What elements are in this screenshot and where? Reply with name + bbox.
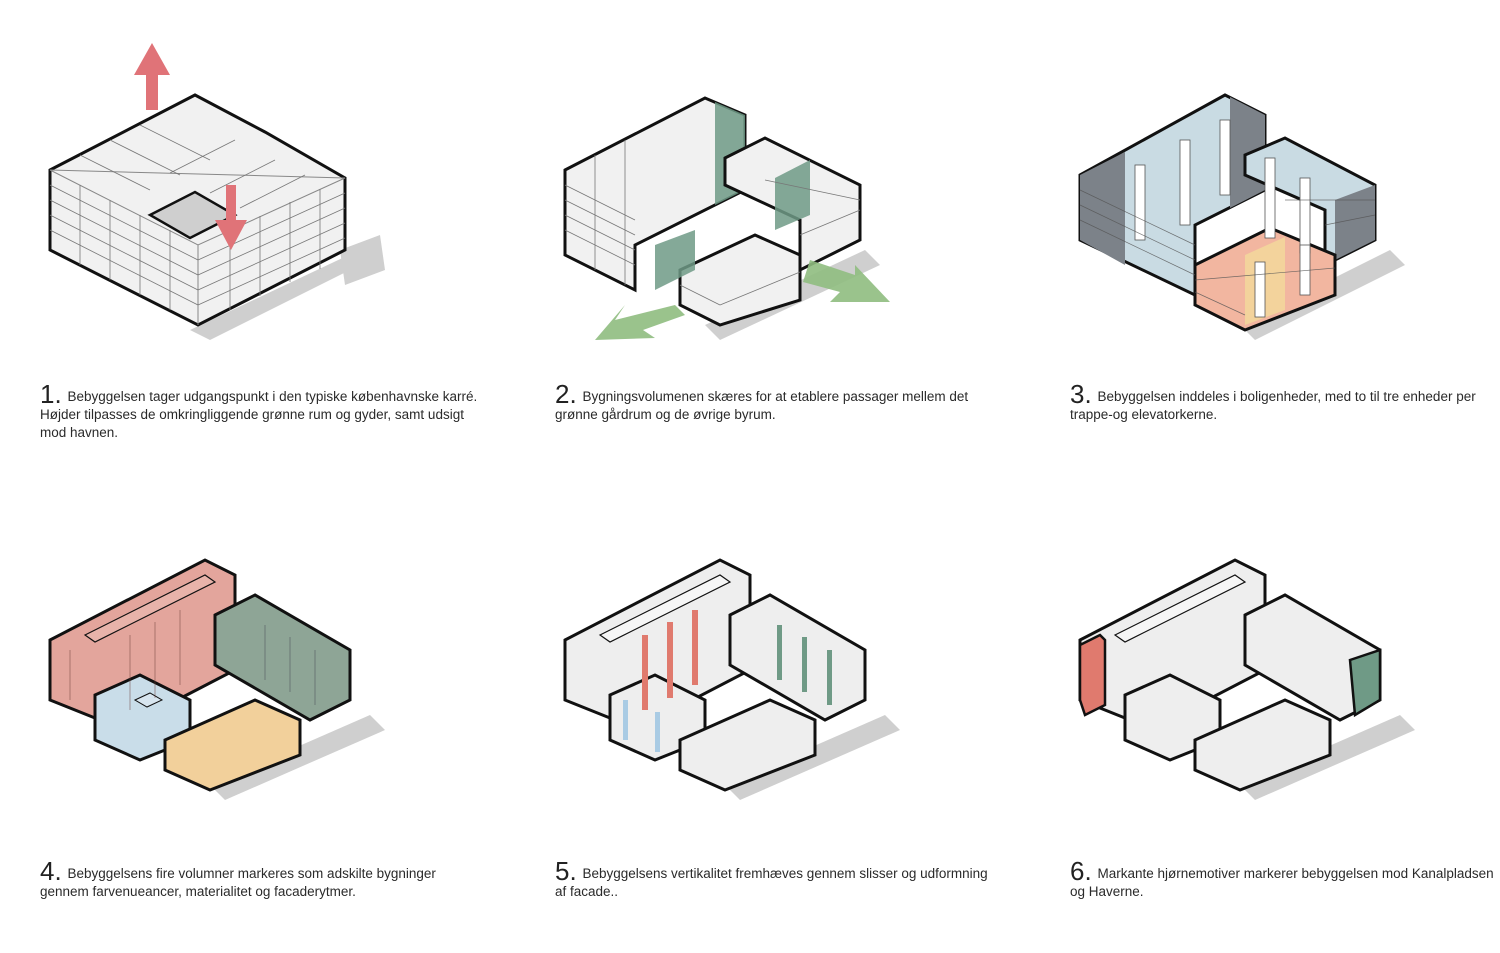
caption-1: 1. Bebyggelsen tager udgangspunkt i den … xyxy=(40,381,480,442)
caption-text: Bebyggelsen inddeles i boligenheder, med… xyxy=(1070,389,1476,422)
caption-6: 6. Markante hjørnemotiver markerer bebyg… xyxy=(1070,858,1500,901)
caption-text: Bebyggelsens fire volumner markeres som … xyxy=(40,866,436,899)
caption-text: Bebyggelsens vertikalitet fremhæves genn… xyxy=(555,866,988,899)
step-number: 1. xyxy=(40,379,62,409)
caption-4: 4. Bebyggelsens fire volumner markeres s… xyxy=(40,858,480,901)
diagram-corner-motifs xyxy=(1070,540,1500,880)
diagram-perimeter-block xyxy=(40,40,480,380)
caption-3: 3. Bebyggelsen inddeles i boligenheder, … xyxy=(1070,381,1500,424)
caption-text: Bebyggelsen tager udgangspunkt i den typ… xyxy=(40,389,478,440)
caption-2: 2. Bygningsvolumenen skæres for at etabl… xyxy=(555,381,995,424)
caption-text: Bygningsvolumenen skæres for at etablere… xyxy=(555,389,969,422)
caption-5: 5. Bebyggelsens vertikalitet fremhæves g… xyxy=(555,858,995,901)
caption-text: Markante hjørnemotiver markerer bebyggel… xyxy=(1070,866,1494,899)
diagram-vertical-slits xyxy=(555,540,995,880)
diagram-cut-volume xyxy=(555,40,995,380)
step-number: 5. xyxy=(555,856,577,886)
step-number: 6. xyxy=(1070,856,1092,886)
step-number: 3. xyxy=(1070,379,1092,409)
diagram-four-volumes xyxy=(40,540,480,880)
step-number: 4. xyxy=(40,856,62,886)
diagram-housing-units xyxy=(1070,40,1500,380)
step-number: 2. xyxy=(555,379,577,409)
